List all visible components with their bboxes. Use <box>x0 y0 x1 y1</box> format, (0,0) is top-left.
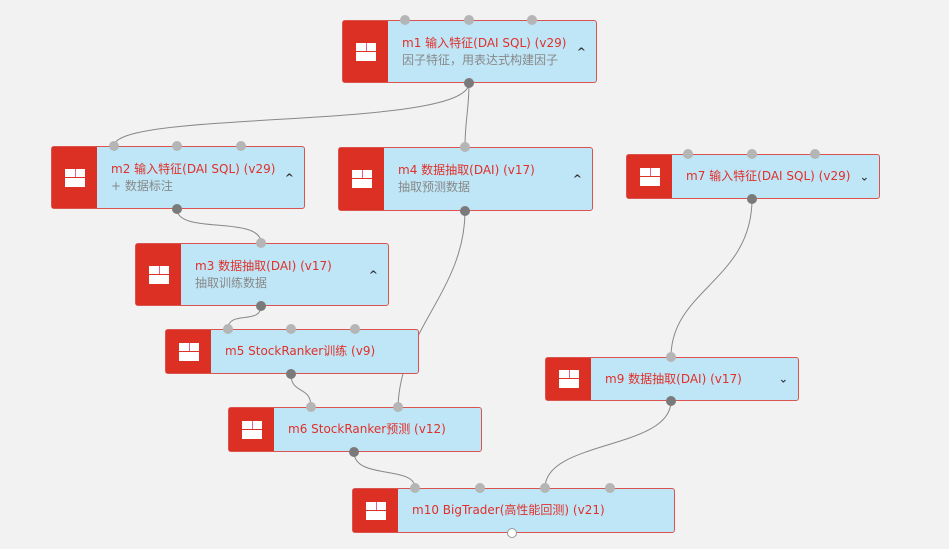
input-port[interactable] <box>286 324 296 334</box>
node-subtitle: 抽取训练数据 <box>195 275 268 290</box>
output-port[interactable] <box>747 194 757 204</box>
module-icon <box>166 330 211 373</box>
node-title: m7 输入特征(DAI SQL) (v29) <box>686 169 851 183</box>
node-title: m3 数据抽取(DAI) (v17) <box>195 258 332 273</box>
module-icon <box>546 358 591 400</box>
node-subtitle: 因子特征，用表达式构建因子 <box>402 52 559 67</box>
input-port[interactable] <box>172 141 182 151</box>
input-port[interactable] <box>683 149 693 159</box>
output-port[interactable] <box>172 204 182 214</box>
input-port[interactable] <box>666 352 676 362</box>
chevron-up-icon[interactable]: ^ <box>572 172 582 186</box>
edge-m2-m3 <box>176 208 262 244</box>
node-m2[interactable]: m2 输入特征(DAI SQL) (v29) + 数据标注 ^ <box>51 146 305 209</box>
chevron-up-icon[interactable]: ^ <box>576 45 586 58</box>
node-m9[interactable]: m9 数据抽取(DAI) (v17) ⌄ <box>545 357 799 401</box>
node-m5[interactable]: m5 StockRanker训练 (v9) <box>165 329 419 374</box>
input-port[interactable] <box>605 483 615 493</box>
edge-m7-m9 <box>670 198 753 358</box>
node-m1[interactable]: m1 输入特征(DAI SQL) (v29) 因子特征，用表达式构建因子 ^ <box>342 20 597 83</box>
chevron-up-icon[interactable]: ^ <box>368 268 378 281</box>
module-icon <box>627 155 672 198</box>
module-icon <box>339 148 384 210</box>
input-port[interactable] <box>236 141 246 151</box>
node-title: m1 输入特征(DAI SQL) (v29) <box>402 35 567 50</box>
edge-m4-m6 <box>397 210 466 408</box>
output-port[interactable] <box>460 206 470 216</box>
input-port[interactable] <box>747 149 757 159</box>
edge-m3-m5 <box>227 305 262 330</box>
input-port[interactable] <box>256 238 266 248</box>
node-title: m6 StockRanker预测 (v12) <box>288 422 446 436</box>
input-port[interactable] <box>400 15 410 25</box>
node-title: m10 BigTrader(高性能回测) (v21) <box>412 503 605 517</box>
node-m4[interactable]: m4 数据抽取(DAI) (v17) 抽取预测数据 ^ <box>338 147 593 211</box>
node-m6[interactable]: m6 StockRanker预测 (v12) <box>228 407 482 452</box>
input-port[interactable] <box>540 483 550 493</box>
module-icon <box>343 21 388 82</box>
input-port[interactable] <box>475 483 485 493</box>
node-m7[interactable]: m7 输入特征(DAI SQL) (v29) ⌄ <box>626 154 880 199</box>
node-m3[interactable]: m3 数据抽取(DAI) (v17) 抽取训练数据 ^ <box>135 243 389 306</box>
input-port[interactable] <box>306 402 316 412</box>
input-port[interactable] <box>810 149 820 159</box>
input-port[interactable] <box>410 483 420 493</box>
module-icon <box>353 489 398 532</box>
edge-m9-m10 <box>544 400 672 489</box>
edge-m1-m2 <box>113 82 470 147</box>
chevron-down-icon[interactable]: ⌄ <box>859 170 869 183</box>
edge-m6-m10 <box>353 451 416 489</box>
input-port[interactable] <box>464 15 474 25</box>
input-port[interactable] <box>393 402 403 412</box>
output-port[interactable] <box>507 528 517 538</box>
input-port[interactable] <box>223 324 233 334</box>
input-port[interactable] <box>350 324 360 334</box>
input-port[interactable] <box>109 141 119 151</box>
module-icon <box>52 147 97 208</box>
node-title: m9 数据抽取(DAI) (v17) <box>605 371 742 386</box>
node-title: m5 StockRanker训练 (v9) <box>225 344 376 358</box>
node-title: m4 数据抽取(DAI) (v17) <box>398 163 535 177</box>
output-port[interactable] <box>256 301 266 311</box>
node-title: m2 输入特征(DAI SQL) (v29) <box>111 161 276 176</box>
module-icon <box>229 408 274 451</box>
output-port[interactable] <box>286 369 296 379</box>
module-icon <box>136 244 181 305</box>
output-port[interactable] <box>666 396 676 406</box>
output-port[interactable] <box>464 78 474 88</box>
output-port[interactable] <box>349 447 359 457</box>
chevron-down-icon[interactable]: ⌄ <box>778 372 788 386</box>
input-port[interactable] <box>460 142 470 152</box>
edge-m1-m4 <box>464 82 470 148</box>
node-m10[interactable]: m10 BigTrader(高性能回测) (v21) <box>352 488 675 533</box>
node-subtitle: 抽取预测数据 <box>398 180 471 194</box>
input-port[interactable] <box>527 15 537 25</box>
chevron-up-icon[interactable]: ^ <box>284 171 294 184</box>
node-subtitle: + 数据标注 <box>111 178 173 193</box>
